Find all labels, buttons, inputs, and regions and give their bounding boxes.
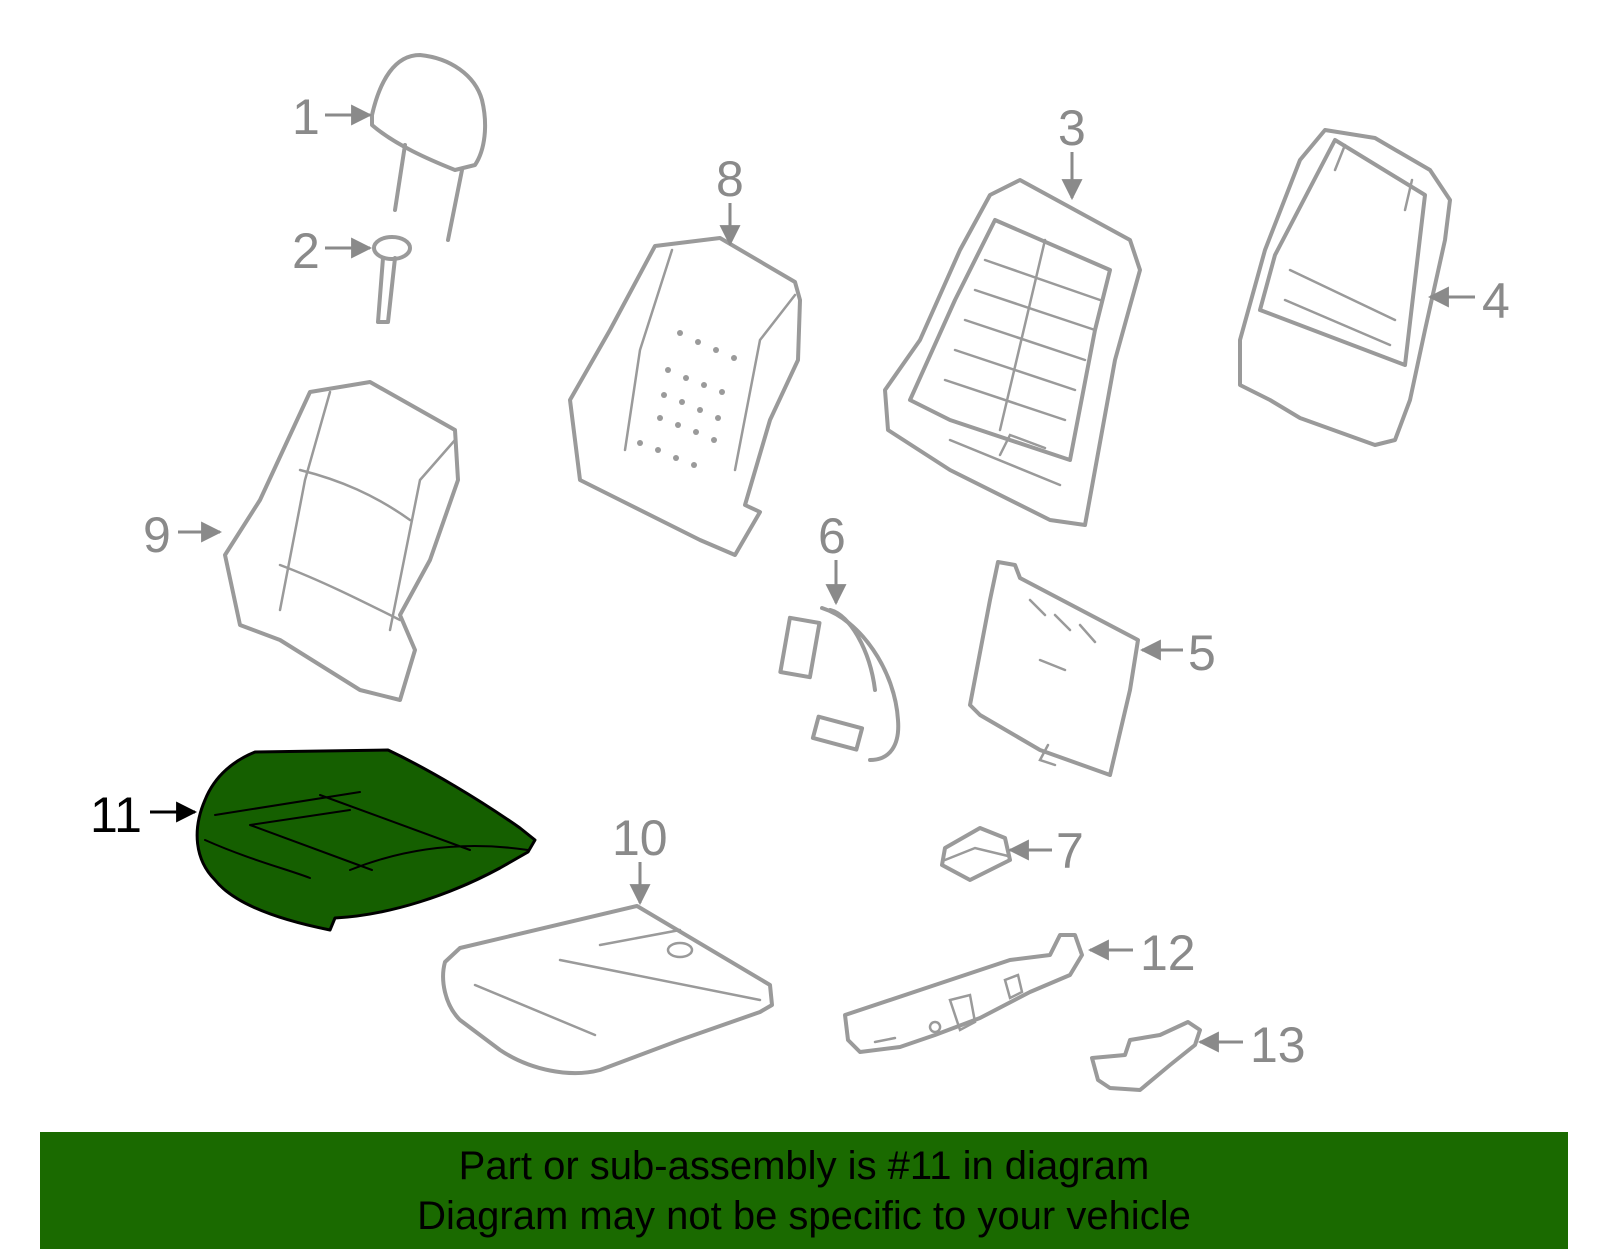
back-panel-icon[interactable] (1238, 128, 1452, 447)
part-label-9[interactable]: 9 (143, 507, 171, 563)
part-label-7[interactable]: 7 (1056, 823, 1084, 879)
part-label-11[interactable]: 11 (90, 787, 142, 843)
info-banner: Part or sub-assembly is #11 in diagram D… (40, 1132, 1568, 1249)
part-label-10[interactable]: 10 (612, 810, 668, 866)
part-label-1[interactable]: 1 (292, 89, 320, 145)
part-label-8[interactable]: 8 (716, 151, 744, 207)
banner-line-2: Diagram may not be specific to your vehi… (417, 1193, 1191, 1238)
part-label-4[interactable]: 4 (1482, 273, 1510, 329)
cushion-cover-icon[interactable] (441, 904, 774, 1076)
parts-diagram: 1 2 3 4 5 6 7 (90, 53, 1510, 1092)
seatback-cover-icon[interactable] (568, 236, 802, 557)
part-label-13[interactable]: 13 (1250, 1017, 1306, 1073)
banner-line-1: Part or sub-assembly is #11 in diagram (458, 1143, 1150, 1188)
connector-icon[interactable] (940, 826, 1012, 882)
part-label-5[interactable]: 5 (1188, 625, 1216, 681)
lumbar-support-icon[interactable] (968, 560, 1140, 777)
bracket-icon[interactable] (1090, 1020, 1202, 1092)
part-label-12[interactable]: 12 (1140, 925, 1196, 981)
part-label-6[interactable]: 6 (818, 508, 846, 564)
perforation-dots (637, 330, 737, 468)
seatback-cover-icon[interactable] (223, 380, 460, 702)
seatback-frame-icon[interactable] (883, 178, 1142, 527)
part-label-2[interactable]: 2 (292, 223, 320, 279)
part-label-3[interactable]: 3 (1058, 100, 1086, 156)
headrest-icon[interactable] (370, 53, 488, 242)
cushion-pad-icon[interactable] (195, 748, 537, 932)
guide-pin-icon[interactable] (372, 235, 412, 324)
side-shield-icon[interactable] (843, 933, 1084, 1054)
wire-harness-icon[interactable] (778, 606, 901, 762)
